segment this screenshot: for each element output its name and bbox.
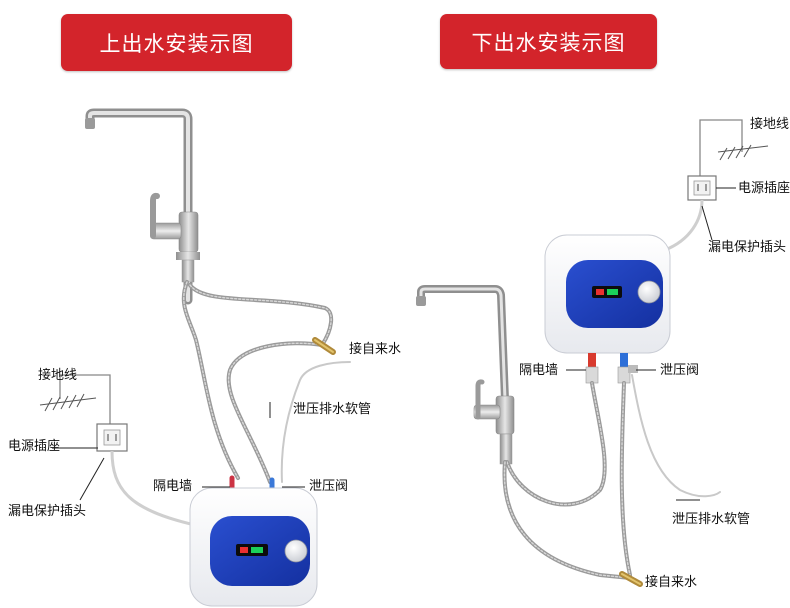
left-water-heater — [189, 487, 318, 607]
left-hoses — [181, 280, 351, 496]
left-label-inlet: 接自来水 — [349, 342, 402, 357]
bottom-outlet-title-banner: 下出水安装示图 — [440, 14, 657, 69]
left-label-socket: 电源插座 — [8, 439, 61, 454]
left-label-relief-valve: 泄压阀 — [309, 479, 349, 494]
right-label-inlet: 接自来水 — [645, 575, 698, 590]
right-label-plug: 漏电保护插头 — [708, 240, 787, 255]
left-label-ground: 接地线 — [38, 368, 78, 383]
top-outlet-title-banner: 上出水安装示图 — [61, 14, 292, 71]
left-power — [39, 374, 196, 527]
right-label-socket: 电源插座 — [738, 181, 790, 196]
bottom-outlet-title: 下出水安装示图 — [471, 30, 626, 55]
left-label-drain-hose: 泄压排水软管 — [293, 402, 372, 417]
right-label-barrier: 隔电墙 — [519, 363, 559, 378]
right-power — [664, 119, 769, 252]
right-water-heater — [544, 234, 671, 384]
right-label-relief-valve: 泄压阀 — [660, 363, 700, 378]
right-faucet — [416, 285, 515, 465]
left-faucet — [85, 108, 200, 305]
left-label-barrier: 隔电墙 — [153, 479, 193, 494]
left-label-plug: 漏电保护插头 — [8, 504, 87, 519]
right-label-ground: 接地线 — [750, 117, 790, 132]
right-label-drain-hose: 泄压排水软管 — [672, 512, 751, 527]
top-outlet-title: 上出水安装示图 — [99, 31, 254, 56]
right-hoses — [502, 374, 721, 587]
